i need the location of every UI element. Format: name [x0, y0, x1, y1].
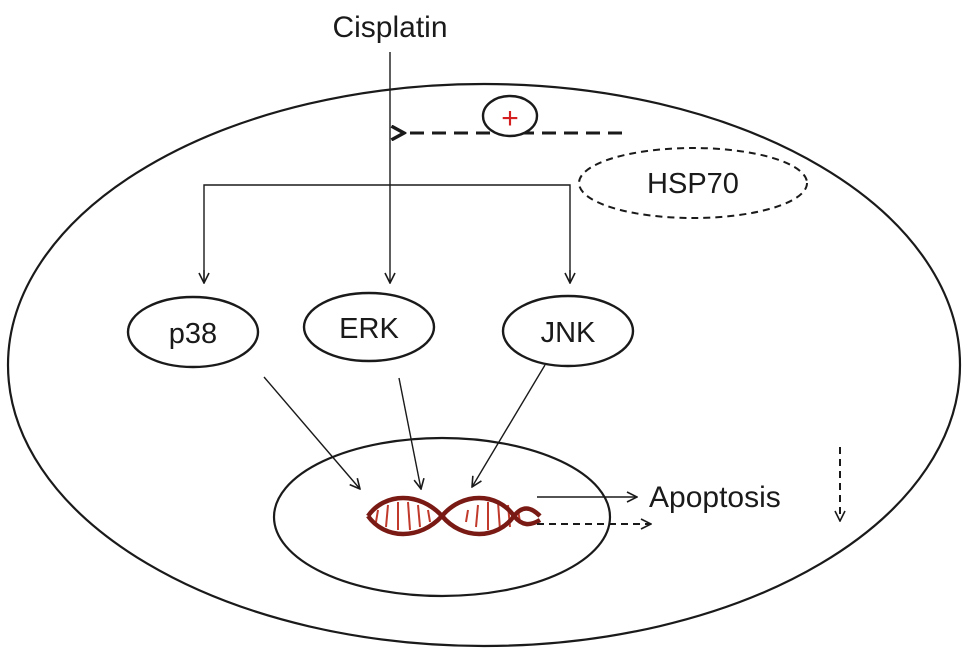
p38-to-dna-arrow [263, 376, 360, 489]
jnk-node [501, 294, 635, 368]
erk-node [302, 291, 436, 363]
apoptosis-label: Apoptosis [649, 481, 781, 514]
dna-double-helix-icon [366, 495, 542, 537]
erk-label: ERK [339, 313, 399, 345]
nucleus [272, 436, 612, 598]
promotion-plus-circle [481, 94, 539, 138]
hsp70-label: HSP70 [647, 168, 739, 200]
jnk-to-dna-arrow [472, 364, 546, 487]
p38-node [126, 295, 260, 369]
plus-icon: + [501, 102, 519, 135]
cisplatin-branch-line [203, 184, 571, 283]
cell-membrane [6, 82, 962, 648]
erk-to-dna-arrow [398, 377, 421, 489]
hsp70-node [578, 147, 808, 219]
jnk-label: JNK [541, 317, 596, 349]
cisplatin-label: Cisplatin [332, 11, 447, 44]
p38-label: p38 [169, 318, 217, 350]
